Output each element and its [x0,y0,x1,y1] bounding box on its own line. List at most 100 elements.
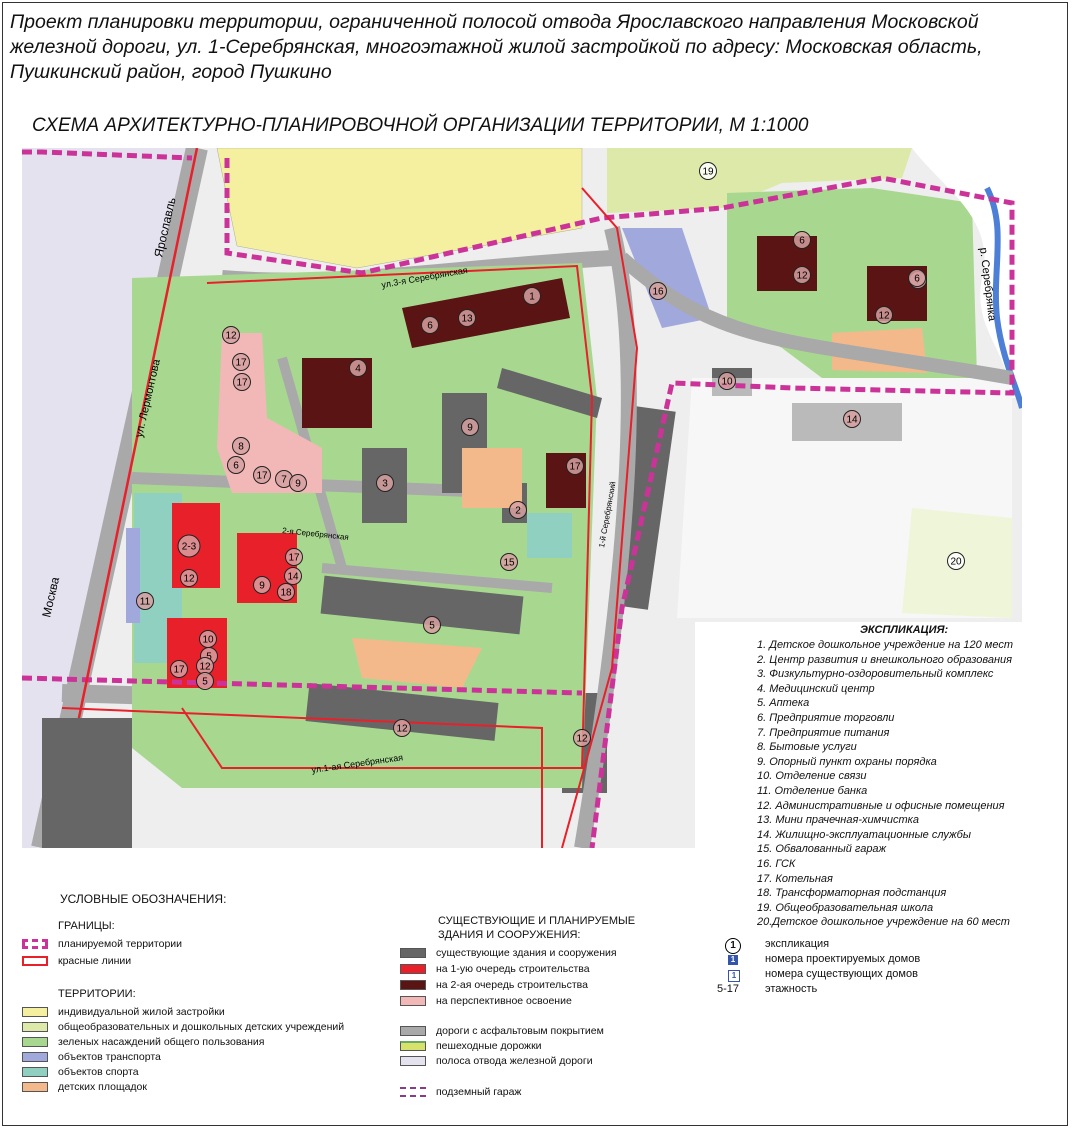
rail-swatch [400,1056,426,1066]
callout-circle [253,466,271,484]
callout-circle [461,418,479,436]
callout-circle [284,567,302,585]
callout-number: 1 [529,292,535,303]
callout-number: 14 [287,572,299,583]
callout-circle [170,660,188,678]
legend-label: объектов транспорта [58,1051,161,1063]
callout-number: 12 [878,311,890,322]
explication-item: 4. Медицинский центр [757,682,875,695]
callout-number: 6 [799,236,805,247]
red-line-east [561,187,639,848]
existing-sw-building [42,718,132,848]
callout-number: 6 [427,321,433,332]
walkway-swatch [400,1041,426,1051]
explication-item: 11. Отделение банка [757,784,868,797]
explication-item: 15. Обвалованный гараж [757,843,887,856]
callout-number: 16 [652,287,664,298]
legend-label: пешеходные дорожки [436,1040,542,1052]
project-title: Проект планировки территории, ограниченн… [10,11,983,83]
symbol-key: 1 экспликация 1 номера проектируемых дом… [717,938,1060,998]
legend-territories-title: ТЕРРИТОРИИ: [58,988,136,1000]
callout-circle [573,729,591,747]
callout-circle [285,548,303,566]
site-plan-map[interactable]: Ярославль Москва ул. Лермонтова ул.3-я С… [22,148,1022,848]
green-swatch [22,1037,48,1047]
callout-circle [509,501,527,519]
building-9-c [497,368,602,418]
callout-number: 2 [515,506,521,517]
red-line-south [61,707,543,848]
callout-number: 17 [288,553,300,564]
road-swatch [400,1026,426,1036]
callout-number: 17 [235,358,247,369]
callout-circle [458,309,476,327]
explication-item: 17. Котельная [757,872,833,885]
residential-swatch [22,1007,48,1017]
red-line-site [181,264,594,769]
building-5-south [305,683,499,741]
callout-circle [136,592,154,610]
explication-item: 6. Предприятие торговли [757,711,895,724]
explication-item: 7. Предприятие питания [757,726,890,739]
callout-number: 13 [461,314,473,325]
callout-circle [718,372,736,390]
symbol-row-floors: 5-17 этажность [717,983,1060,998]
circle-number-icon: 1 [725,938,741,954]
explication-item: 1. Детское дошкольное учреждение на 120 … [757,639,1013,651]
legend-label: планируемой территории [58,938,183,950]
explication-item: 14. Жилищно-эксплуатационные службы [757,828,971,841]
callout-number: 17 [569,462,581,473]
callout-circle [253,576,271,594]
explication-title: ЭКСПЛИКАЦИЯ: [860,624,949,636]
callout-number: 12 [796,271,808,282]
callout-number: 12 [183,574,195,585]
industrial-zone [677,378,1012,618]
legend-label: подземный гараж [436,1086,522,1098]
legend-label: индивидуальной жилой застройки [58,1006,225,1018]
site-plan-svg: Ярославль Москва ул. Лермонтова ул.3-я С… [22,148,1022,848]
legend-label: на 2-ая очередь строительства [436,979,588,991]
explication-item: 10. Отделение связи [757,770,867,783]
playground-south [352,638,482,688]
legend-label: общеобразовательных и дошкольных детских… [58,1021,345,1033]
explication-item: 20.Детское дошкольное учреждение на 60 м… [757,916,1010,929]
explication-list: 1. Детское дошкольное учреждение на 120 … [757,638,1062,930]
callout-number: 7 [281,475,287,486]
legend-label: дороги с асфальтовым покрытием [436,1025,604,1037]
explication-item: 18. Трансформаторная подстанция [757,887,947,900]
callout-circle [908,269,926,287]
callout-number: 17 [256,471,268,482]
callout-number: 4 [355,364,361,375]
callout-number: 5 [429,621,435,632]
explication-item: 13. Мини прачечная-химчистка [757,814,919,827]
callout-number: 10 [202,635,214,646]
callout-number: 9 [467,423,473,434]
callout-number: 10 [721,377,733,388]
boundary-south [22,675,583,696]
residential-area-north [216,148,583,269]
playground-swatch [22,1082,48,1092]
explication-item: 8. Бытовые услуги [757,741,857,754]
stage2-swatch [400,980,426,990]
symbol-row-explication: 1 экспликация [720,938,1060,954]
legend-buildings-title: СУЩЕСТВУЮЩИЕ И ПЛАНИРУЕМЫЕ ЗДАНИЯ И СООР… [438,915,636,941]
callout-number: 17 [236,378,248,389]
stage1-swatch [400,964,426,974]
callout-number: 12 [199,662,211,673]
scheme-subtitle: СХЕМА АРХИТЕКТУРНО-ПЛАНИРОВОЧНОЙ ОРГАНИЗ… [32,115,809,136]
callout-circle [222,326,240,344]
callout-number: 20 [950,557,962,568]
building-5-north [320,575,524,635]
schools-swatch [22,1022,48,1032]
existing-swatch [400,948,426,958]
callout-circle [423,616,441,634]
callout-number: 11 [140,597,151,608]
legend-label: красные линии [58,955,132,967]
explication-item: 9. Опорный пункт охраны порядка [757,755,937,768]
callout-circle [875,306,893,324]
sport-swatch [22,1067,48,1077]
explication-item: 5. Аптека [757,697,810,710]
symbol-row-existing: 1 номера существующих домов [720,968,1060,983]
callout-number: 9 [295,479,301,490]
callout-circle [376,474,394,492]
